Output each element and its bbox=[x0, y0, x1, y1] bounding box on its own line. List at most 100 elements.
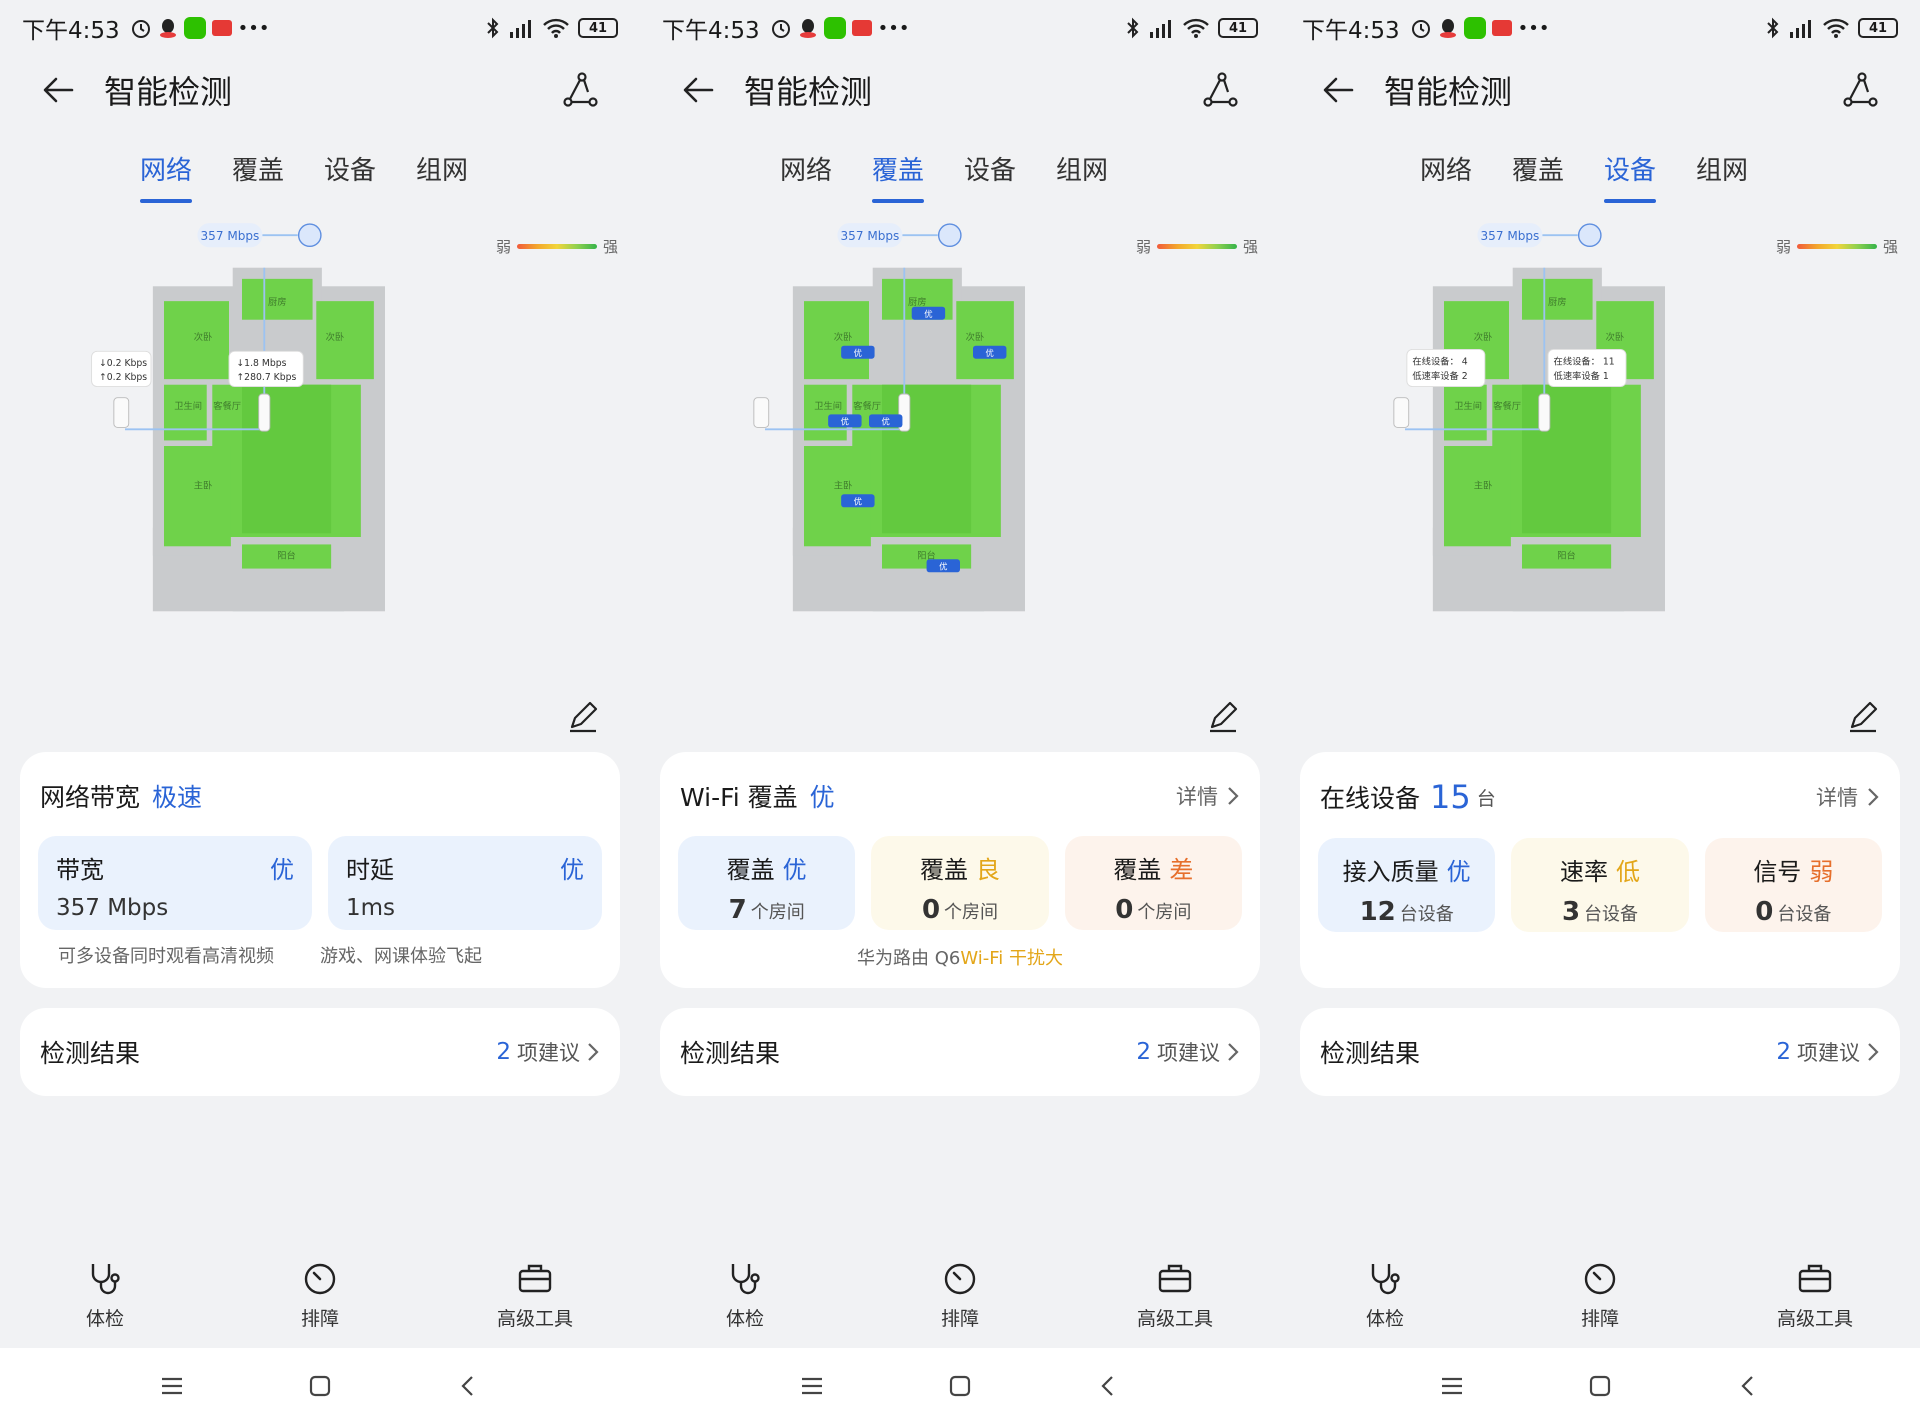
menu-icon[interactable] bbox=[1438, 1372, 1466, 1400]
tile-top: 覆盖良 bbox=[889, 850, 1030, 885]
tab-1[interactable]: 覆盖 bbox=[1512, 156, 1565, 186]
more-notifications-icon: ••• bbox=[237, 17, 270, 39]
detail-link[interactable]: 详情 bbox=[1816, 782, 1880, 812]
menu-icon[interactable] bbox=[798, 1372, 826, 1400]
device-slow-left: 低速率设备 2 bbox=[1412, 370, 1467, 382]
nav-checkup[interactable]: 体检 bbox=[1330, 1258, 1440, 1331]
tab-0[interactable]: 网络 bbox=[1420, 156, 1473, 186]
coverage-badge-0 bbox=[911, 306, 946, 320]
tab-3[interactable]: 组网 bbox=[1696, 156, 1749, 186]
tab-2[interactable]: 设备 bbox=[964, 156, 1017, 186]
news-app-icon bbox=[1491, 20, 1512, 36]
router-main bbox=[258, 393, 271, 432]
suggestions-link[interactable]: 2 项建议 bbox=[1776, 1037, 1880, 1067]
signal-legend: 弱 强 bbox=[496, 236, 618, 257]
tile-count: 0 bbox=[1755, 897, 1774, 927]
tab-3[interactable]: 组网 bbox=[1056, 156, 1109, 186]
nav-checkup[interactable]: 体检 bbox=[690, 1258, 800, 1331]
map-overlay: 357 Mbps↓0.2 Kbps↑0.2 Kbps↓1.8 Mbps↑280.… bbox=[91, 223, 322, 432]
coverage-badge-text-3: 优 bbox=[841, 417, 849, 427]
room-label-balcony: 阳台 bbox=[917, 549, 936, 561]
home-icon[interactable] bbox=[306, 1372, 334, 1400]
tab-1[interactable]: 覆盖 bbox=[872, 150, 925, 203]
nav-troubleshoot[interactable]: 排障 bbox=[1545, 1258, 1655, 1331]
tile-grade: 优 bbox=[270, 856, 294, 884]
system-back-icon[interactable] bbox=[1734, 1372, 1762, 1400]
back-arrow-icon[interactable] bbox=[40, 72, 76, 108]
room-master-5 bbox=[164, 446, 231, 547]
nav-checkup[interactable]: 体检 bbox=[50, 1258, 160, 1331]
result-card[interactable]: 检测结果 2 项建议 bbox=[20, 1008, 620, 1096]
device-box-center bbox=[1547, 348, 1627, 388]
menu-icon[interactable] bbox=[158, 1372, 186, 1400]
tile-grade: 弱 bbox=[1809, 858, 1834, 886]
edit-pencil-icon[interactable] bbox=[566, 700, 600, 734]
suggestions-link[interactable]: 2 项建议 bbox=[496, 1037, 600, 1067]
back-arrow-icon[interactable] bbox=[1320, 72, 1356, 108]
result-card[interactable]: 检测结果 2 项建议 bbox=[660, 1008, 1260, 1096]
news-app-icon bbox=[211, 20, 232, 36]
tab-1[interactable]: 覆盖 bbox=[232, 156, 285, 186]
home-icon[interactable] bbox=[946, 1372, 974, 1400]
system-back-icon[interactable] bbox=[1094, 1372, 1122, 1400]
tab-0[interactable]: 网络 bbox=[140, 150, 193, 203]
nav-checkup-label: 体检 bbox=[725, 1308, 764, 1330]
online-unit: 台 bbox=[1476, 787, 1496, 810]
status-left-icons: ••• bbox=[770, 17, 910, 39]
room-label-master: 主卧 bbox=[834, 480, 853, 492]
nav-advanced-tools[interactable]: 高级工具 bbox=[480, 1258, 590, 1331]
card-title: 在线设备 bbox=[1320, 784, 1421, 813]
nav-advanced-tools[interactable]: 高级工具 bbox=[1120, 1258, 1230, 1331]
tab-0[interactable]: 网络 bbox=[780, 156, 833, 186]
tile-count: 0 bbox=[921, 895, 941, 925]
tile-grade: 良 bbox=[975, 856, 1000, 884]
suggestion-count: 2 bbox=[1776, 1039, 1791, 1065]
coverage-badge-5 bbox=[841, 494, 875, 508]
coverage-badge-1 bbox=[841, 345, 875, 359]
chevron-right-icon bbox=[1228, 787, 1239, 805]
gauge-icon bbox=[304, 1263, 336, 1295]
foot-warn: Wi-Fi 干扰大 bbox=[960, 948, 1063, 969]
tab-2[interactable]: 设备 bbox=[324, 156, 377, 186]
network-topology-icon[interactable] bbox=[1842, 71, 1880, 109]
system-back-icon[interactable] bbox=[454, 1372, 482, 1400]
edit-pencil-icon[interactable] bbox=[1846, 700, 1880, 734]
network-topology-icon[interactable] bbox=[1202, 71, 1240, 109]
tile-grade: 差 bbox=[1169, 856, 1194, 884]
coverage-badge-text-5: 优 bbox=[854, 497, 862, 507]
nav-advanced-tools[interactable]: 高级工具 bbox=[1760, 1258, 1870, 1331]
floor-plan-svg: 厨房次卧次卧卫生间客餐厅主卧阳台357 Mbps优优优优优优优 bbox=[753, 223, 1025, 612]
home-icon[interactable] bbox=[1586, 1372, 1614, 1400]
suggestions-link[interactable]: 2 项建议 bbox=[1136, 1037, 1240, 1067]
tab-3[interactable]: 组网 bbox=[416, 156, 469, 186]
result-card[interactable]: 检测结果 2 项建议 bbox=[1300, 1008, 1900, 1096]
living-core bbox=[242, 384, 332, 534]
tab-2[interactable]: 设备 bbox=[1604, 150, 1657, 203]
network-topology-icon[interactable] bbox=[562, 71, 600, 109]
floor-plan-svg: 厨房次卧次卧卫生间客餐厅主卧阳台357 Mbps在线设备： 4低速率设备 2在线… bbox=[1393, 223, 1665, 612]
coverage-badge-6 bbox=[926, 559, 960, 573]
back-arrow-icon[interactable] bbox=[680, 72, 716, 108]
edit-pencil-icon[interactable] bbox=[1206, 700, 1240, 734]
nav-troubleshoot[interactable]: 排障 bbox=[265, 1258, 375, 1331]
nav-troubleshoot[interactable]: 排障 bbox=[905, 1258, 1015, 1331]
detail-link[interactable]: 详情 bbox=[1176, 781, 1240, 811]
more-notifications-icon: ••• bbox=[1517, 17, 1550, 39]
